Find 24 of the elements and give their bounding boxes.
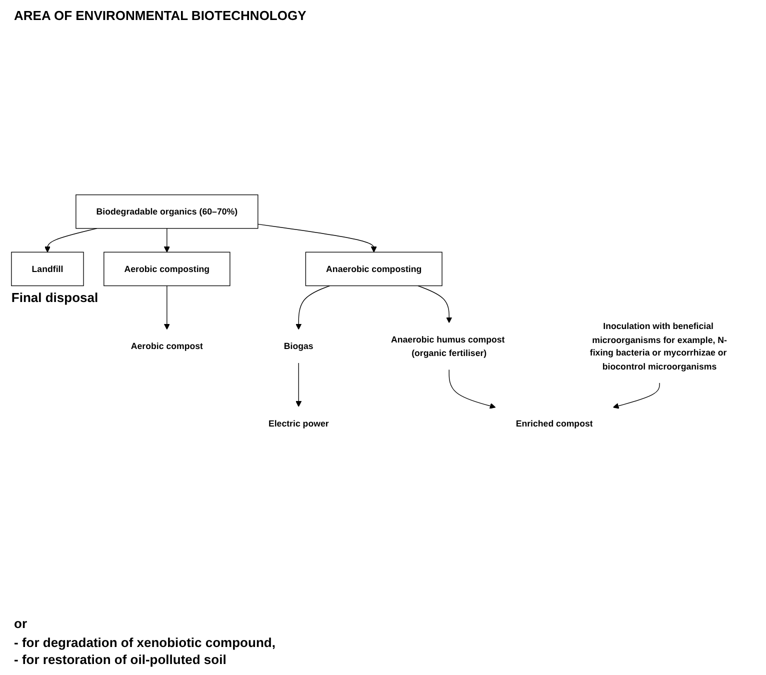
node-caption: Final disposal — [11, 290, 98, 305]
node-text: Electric power — [268, 418, 329, 428]
node-box: Aerobic composting — [104, 252, 230, 286]
arrow — [44, 228, 98, 252]
node-text: Enriched compost — [516, 418, 593, 428]
arrow — [612, 382, 660, 409]
arrow — [164, 285, 170, 330]
note-text: or — [14, 616, 27, 631]
node-box: Anaerobic composting — [305, 252, 442, 286]
node-text: Aerobic compost — [130, 340, 203, 352]
arrow — [296, 285, 330, 330]
node-box: Landfill — [11, 252, 84, 286]
node-text: Biogas — [284, 340, 314, 352]
arrow — [418, 285, 452, 324]
note-text: - for restoration of oil-polluted soil — [14, 652, 228, 667]
note-text: - for degradation of xenobiotic compound, — [14, 635, 276, 650]
node-box: Biodegradable organics (60–70%) — [76, 194, 258, 229]
node-text: Inoculation with beneficial microorganisms for example, N-fixing bacteria or mycorrhizae or biocontrol microorganisms — [590, 321, 727, 371]
arrow — [296, 362, 302, 407]
note-text: AREA OF ENVIRONMENTAL BIOTECHNOLOGY — [14, 8, 306, 23]
arrow — [164, 228, 170, 252]
node-text: Anaerobic humus compost (organic fertiliser) — [390, 334, 505, 358]
arrow — [258, 224, 377, 252]
arrow — [448, 369, 496, 409]
